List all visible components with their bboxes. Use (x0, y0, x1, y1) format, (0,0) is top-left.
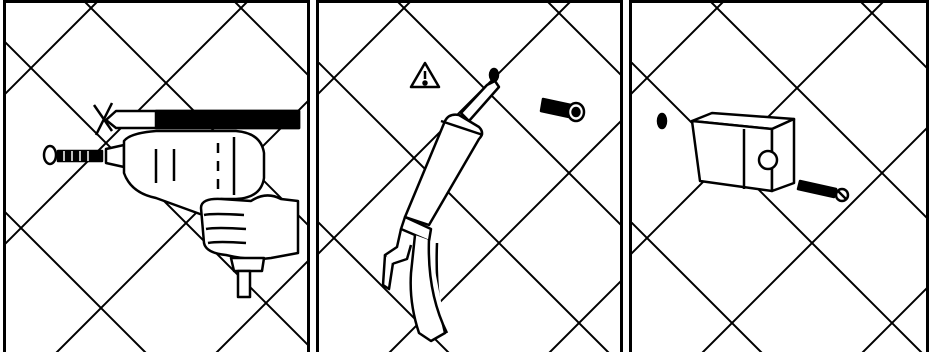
tile-grid-3 (632, 3, 926, 352)
x-mark-icon (92, 102, 114, 136)
step-panel-1 (3, 0, 310, 352)
warning-icon (409, 61, 441, 89)
anchor-icon (539, 97, 586, 123)
tape-fill (154, 109, 301, 130)
mount-scene (656, 111, 850, 203)
caulk-scene (381, 61, 586, 343)
step-panel-2 (316, 0, 623, 352)
hole-icon (656, 112, 668, 130)
caulk-gun-icon (381, 67, 501, 343)
wall-plug-icon (42, 144, 104, 166)
drill-icon (42, 102, 301, 299)
mount-box-icon (690, 111, 796, 193)
tile-grid-2 (319, 3, 620, 352)
step-panel-3 (629, 0, 929, 352)
screw-icon (796, 179, 850, 203)
